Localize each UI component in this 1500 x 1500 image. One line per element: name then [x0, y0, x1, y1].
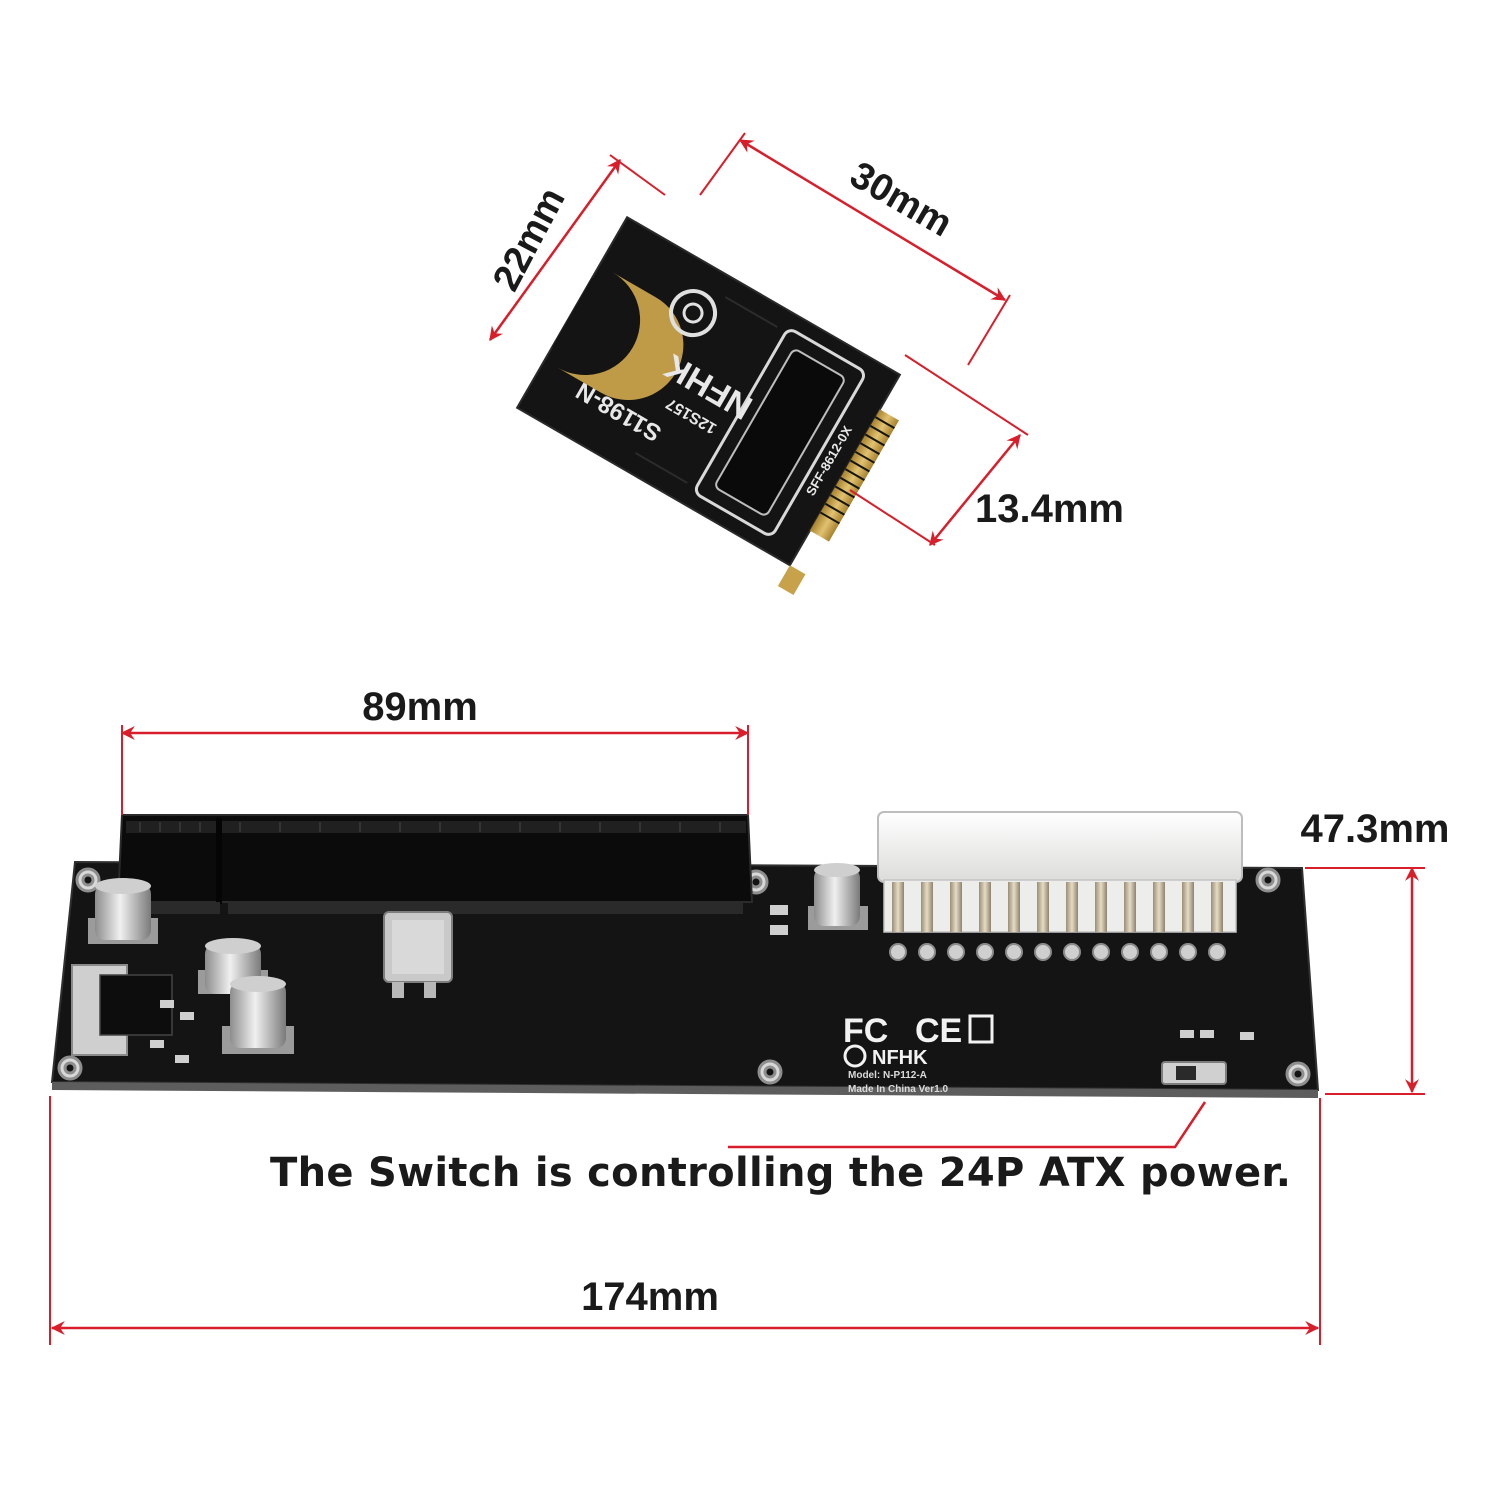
m2-adapter-card: NFHK S1198-N 12S157 SFF-8612-0X [515, 215, 902, 596]
capacitor [222, 976, 294, 1054]
pcie-x16-slot [116, 814, 754, 914]
power-switch [1161, 1061, 1227, 1085]
dimension-m2-connector: 13.4mm [849, 354, 1124, 546]
cert-ce: CE [915, 1012, 962, 1050]
brand-logo: NFHK Model: N-P112-A Made In China Ver1.… [843, 1044, 948, 1095]
board-height-label: 47.3mm [1301, 807, 1450, 851]
oscillator [383, 911, 453, 998]
cert-fc: FC [843, 1012, 888, 1050]
dimension-board-height: 47.3mm [1301, 807, 1450, 1095]
slot-length-label: 89mm [362, 685, 478, 729]
m2-connector-label: 13.4mm [975, 487, 1124, 531]
certification-marks: FC CE [843, 1012, 994, 1050]
sff-8612-port [694, 329, 865, 536]
atx-pins [892, 882, 1223, 932]
atx-24p-connector [877, 811, 1243, 961]
switch-callout-leader [728, 1101, 1207, 1149]
pcie-x16-board: FC CE NFHK Model: N-P112-A Made In China… [50, 811, 1320, 1098]
gold-fingers [777, 409, 899, 596]
m2-height-label: 22mm [485, 181, 574, 298]
main-model-text: Model: N-P112-A [848, 1070, 927, 1081]
capacitor [808, 863, 868, 930]
main-origin-text: Made In China Ver1.0 [848, 1084, 948, 1095]
board-length-label: 174mm [581, 1275, 719, 1319]
smd-components [150, 905, 1254, 1063]
atx-solder-joints [889, 943, 1226, 961]
m2-length-label: 30mm [843, 154, 959, 245]
switch-caption: The Switch is controlling the 24P ATX po… [270, 1150, 1292, 1196]
dimension-board-length: 174mm [49, 1096, 1321, 1345]
main-brand-text: NFHK [872, 1047, 928, 1069]
dimension-slot-length: 89mm [120, 685, 750, 815]
capacitor [88, 878, 158, 944]
